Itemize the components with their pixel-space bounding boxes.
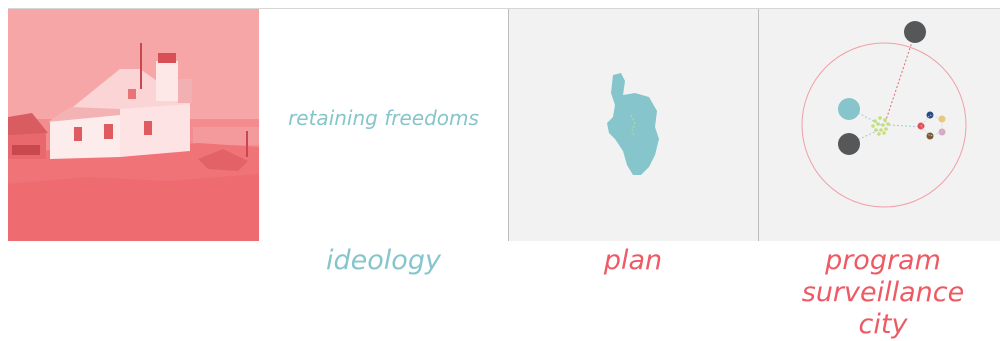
island-map <box>508 9 758 241</box>
caption-program-line: surveillance <box>801 277 965 308</box>
caption-ideology-text: ideology <box>326 245 441 276</box>
image-strip: retaining freedoms <box>8 8 1000 242</box>
caption-program-line: program <box>825 245 941 276</box>
network-diagram <box>758 9 1000 241</box>
caption-program: program surveillance city <box>758 245 1000 341</box>
caption-plan: plan <box>508 245 758 277</box>
lighthouse-photo <box>8 9 259 241</box>
ideology-panel: retaining freedoms <box>259 9 508 241</box>
tagline-text: retaining freedoms <box>288 106 479 130</box>
caption-plan-text: plan <box>603 245 663 276</box>
caption-program-line: city <box>858 309 908 340</box>
caption-ideology: ideology <box>259 245 508 277</box>
